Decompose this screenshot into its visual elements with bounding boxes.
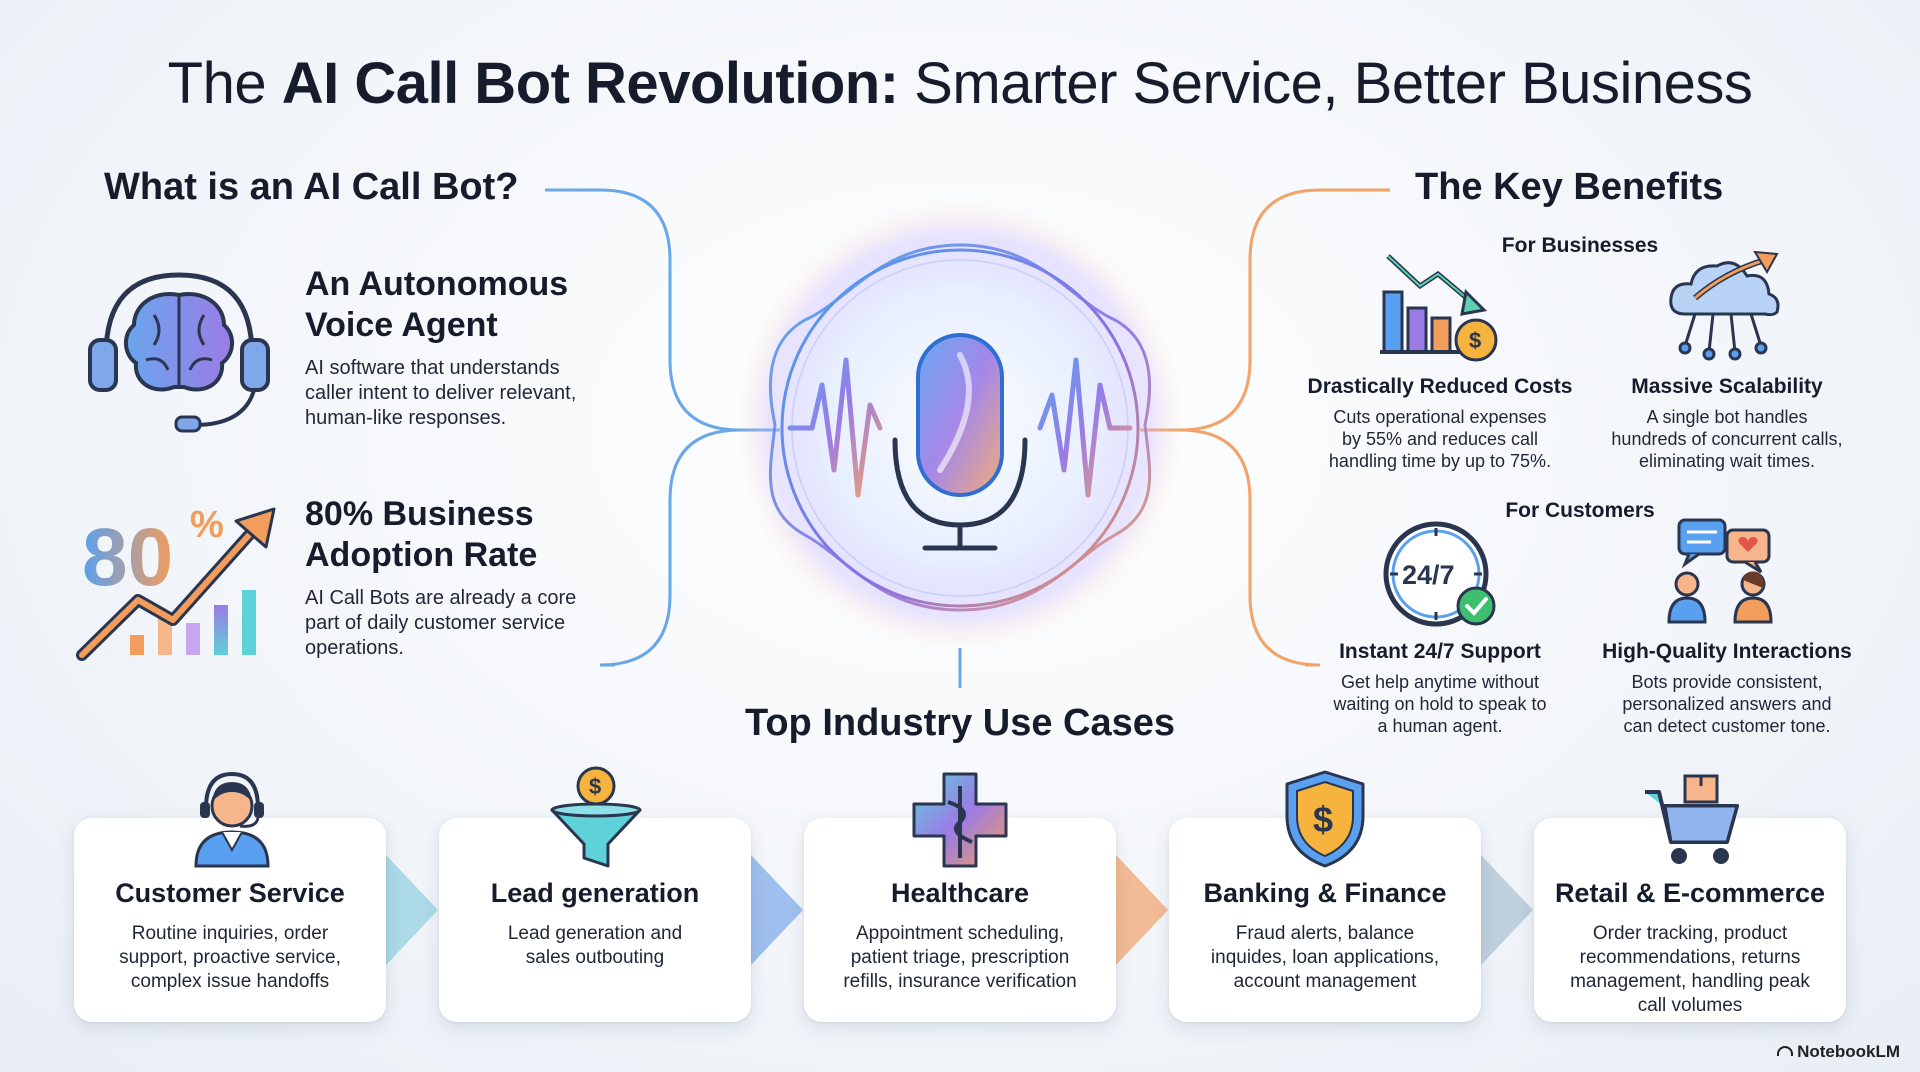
growth-chart-icon: 80 %	[76, 504, 276, 661]
use-case-desc-line: patient triage, prescription	[850, 947, 1070, 968]
voice-agent-desc-line-2: caller intent to deliver relevant,	[305, 382, 577, 404]
for-businesses-label: For Businesses	[1501, 234, 1659, 257]
what-is-heading: What is an AI Call Bot?	[104, 166, 519, 208]
benefit-scalability-desc-line-3: eliminating wait times.	[1638, 451, 1816, 471]
use-case-desc-line: recommendations, returns	[1579, 947, 1801, 968]
benefit-scalability-desc-line-1: A single bot handles	[1646, 407, 1808, 427]
use-case-desc-line: Lead generation and	[507, 923, 683, 944]
use-case-desc-line: refills, insurance verification	[843, 971, 1077, 992]
use-case-card-retail: Retail & E-commerce Order tracking, prod…	[1534, 818, 1846, 1022]
use-case-desc-line: Appointment scheduling,	[855, 923, 1065, 944]
benefit-support-desc-line-2: waiting on hold to speak to	[1333, 694, 1547, 714]
benefit-scalability-title: Massive Scalability	[1631, 375, 1823, 398]
benefit-quality-title: High-Quality Interactions	[1602, 640, 1852, 663]
clock-icon-text: 24/7	[1402, 560, 1455, 590]
use-case-title: Retail & E-commerce	[1554, 878, 1826, 908]
use-case-desc: Order tracking, product recommendations,…	[1548, 922, 1832, 1018]
use-case-desc-line: support, proactive service,	[119, 947, 341, 968]
chevron-right-icon	[386, 855, 438, 965]
adoption-desc-line-2: part of daily customer service	[305, 612, 566, 634]
use-case-desc-line: call volumes	[1637, 995, 1743, 1016]
benefit-costs-desc-line-2: by 55% and reduces call	[1341, 429, 1539, 449]
page-title: The AI Call Bot Revolution: Smarter Serv…	[0, 50, 1920, 117]
voice-agent-title-line-1: An Autonomous	[305, 265, 569, 303]
use-case-desc-line: management, handling peak	[1570, 971, 1810, 992]
use-case-desc-line: complex issue handoffs	[130, 971, 330, 992]
voice-agent-title-line-2: Voice Agent	[305, 306, 498, 344]
shield-dollar-icon: $	[1285, 770, 1365, 868]
clock-24-7-icon: 24/7	[1383, 521, 1496, 627]
title-part-2: Smarter Service, Better Business	[898, 51, 1753, 116]
benefits-heading: The Key Benefits	[1415, 166, 1724, 208]
cost-chart-icon: $	[1380, 254, 1498, 362]
use-case-desc-line: Order tracking, product	[1592, 923, 1788, 944]
voice-agent-desc-line-1: AI software that understands	[305, 357, 560, 379]
notebooklm-watermark: NotebookLM	[1777, 1042, 1900, 1062]
use-case-card-lead-generation: Lead generation Lead generation and sale…	[439, 818, 751, 1022]
svg-text:$: $	[1469, 328, 1481, 353]
chevron-right-icon	[751, 855, 803, 965]
benefit-costs-desc: Cuts operational expenses by 55% and red…	[1300, 406, 1580, 472]
benefit-support-desc: Get help anytime without waiting on hold…	[1300, 671, 1580, 737]
use-case-title: Customer Service	[115, 878, 345, 908]
growth-icon-percent: %	[190, 504, 224, 546]
adoption-title: 80% Business Adoption Rate	[305, 494, 537, 576]
benefit-scalability-desc-line-2: hundreds of concurrent calls,	[1611, 429, 1843, 449]
use-case-title: Banking & Finance	[1203, 878, 1447, 908]
agent-headset-icon	[194, 771, 270, 868]
waveform-icon	[787, 357, 1133, 498]
benefit-scalability-desc: A single bot handles hundreds of concurr…	[1582, 406, 1872, 472]
use-case-desc: Routine inquiries, order support, proact…	[88, 922, 372, 994]
benefit-quality-desc-line-3: can detect customer tone.	[1623, 716, 1831, 736]
use-case-desc-line: sales outbouting	[525, 947, 665, 968]
adoption-title-line-2: Adoption Rate	[305, 536, 538, 574]
adoption-title-line-1: 80% Business	[305, 495, 534, 533]
microphone-icon	[892, 333, 1028, 551]
adoption-desc-line-3: operations.	[305, 637, 404, 659]
use-case-desc: Fraud alerts, balance inquides, loan app…	[1183, 922, 1467, 994]
use-case-desc: Appointment scheduling, patient triage, …	[818, 922, 1102, 994]
use-case-desc-line: inquides, loan applications,	[1210, 947, 1440, 968]
funnel-dollar-icon: $	[550, 766, 642, 868]
use-cases-heading: Top Industry Use Cases	[744, 702, 1176, 744]
benefit-costs-title: Drastically Reduced Costs	[1307, 375, 1573, 398]
use-case-desc-line: account management	[1233, 971, 1417, 992]
benefit-costs-desc-line-3: handling time by up to 75%.	[1328, 451, 1552, 471]
voice-agent-title: An Autonomous Voice Agent	[305, 264, 568, 346]
voice-agent-desc-line-3: human-like responses.	[305, 407, 507, 429]
benefit-support-title: Instant 24/7 Support	[1339, 640, 1541, 663]
use-case-desc-line: Routine inquiries, order	[131, 923, 329, 944]
for-customers-label: For Customers	[1505, 499, 1655, 522]
chevron-right-icon	[1116, 855, 1168, 965]
benefit-quality-desc: Bots provide consistent, personalized an…	[1582, 671, 1872, 737]
benefit-quality-desc-line-2: personalized answers and	[1622, 694, 1832, 714]
chat-people-icon	[1667, 518, 1773, 624]
voice-agent-desc: AI software that understands caller inte…	[305, 356, 576, 431]
chevron-right-icon	[1481, 855, 1533, 965]
svg-text:$: $	[1313, 799, 1333, 840]
use-case-title: Lead generation	[490, 878, 700, 908]
notebooklm-logo-icon	[1777, 1046, 1794, 1056]
medical-cross-icon	[912, 772, 1008, 868]
cloud-network-icon	[1669, 250, 1780, 361]
brain-headset-icon	[88, 272, 270, 433]
benefit-support-desc-line-3: a human agent.	[1377, 716, 1503, 736]
use-case-title: Healthcare	[890, 878, 1030, 908]
shopping-cart-icon	[1645, 774, 1739, 864]
adoption-desc: AI Call Bots are already a core part of …	[305, 586, 576, 661]
adoption-desc-line-1: AI Call Bots are already a core	[305, 587, 577, 609]
benefit-quality-desc-line-1: Bots provide consistent,	[1631, 672, 1823, 692]
svg-text:$: $	[589, 774, 601, 799]
use-case-desc-line: Fraud alerts, balance	[1235, 923, 1415, 944]
title-bold: AI Call Bot Revolution:	[281, 51, 899, 116]
benefit-costs-desc-line-1: Cuts operational expenses	[1333, 407, 1547, 427]
growth-icon-number: 80	[82, 512, 173, 603]
watermark-text: NotebookLM	[1797, 1042, 1900, 1061]
title-part-1: The	[167, 51, 282, 116]
use-case-desc: Lead generation and sales outbouting	[453, 922, 737, 970]
benefit-support-desc-line-1: Get help anytime without	[1340, 672, 1540, 692]
